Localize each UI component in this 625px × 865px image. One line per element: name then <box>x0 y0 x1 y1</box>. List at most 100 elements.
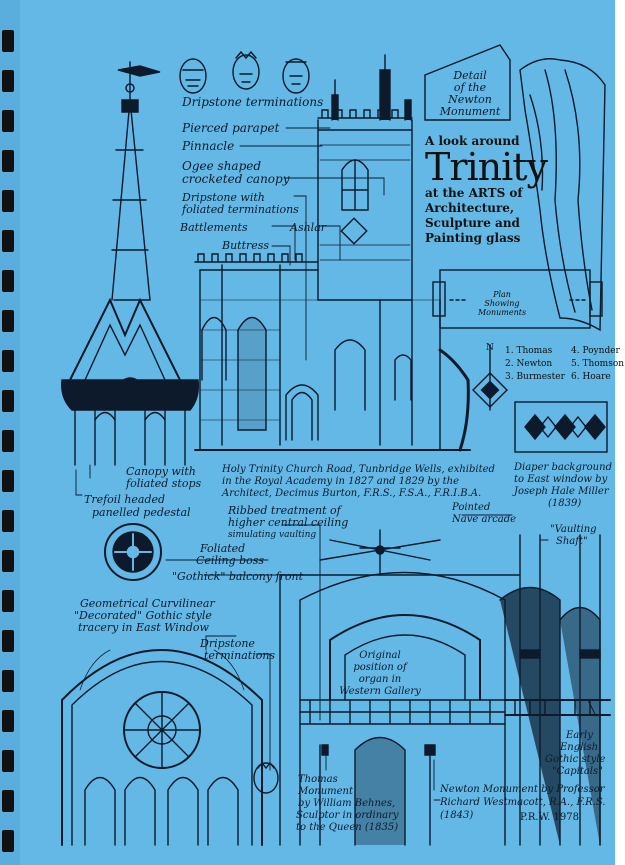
plan-label-line: Monuments <box>477 308 527 317</box>
label-early-english: English <box>560 742 599 753</box>
label-organ-position: organ in <box>358 674 402 685</box>
binding-ring <box>2 470 14 492</box>
label-thomas-monument: by William Behnes, <box>298 798 396 809</box>
title-block: A look around Trinity at the ARTS of Arc… <box>425 134 548 246</box>
label-newton-detail: of the <box>453 81 487 94</box>
ceiling-boss-drawing <box>104 523 162 581</box>
label-ogee-canopy: crocketed canopy <box>182 172 290 186</box>
label-newton-monument: Richard Westmacott, R.A., F.R.S. <box>440 797 606 808</box>
leader-lines <box>75 127 597 801</box>
plan-label-line: Plan <box>493 290 511 299</box>
binding-ring <box>2 710 14 732</box>
binding-ring <box>2 390 14 412</box>
label-thomas-monument: to the Queen (1835) <box>296 822 399 833</box>
label-newton-monument: (1843) <box>440 810 474 821</box>
compass-drawing <box>472 344 508 411</box>
label-newton-detail: Detail <box>453 69 487 82</box>
binding-ring <box>2 510 14 532</box>
label-vaulting-shaft: Shaft" <box>556 536 588 547</box>
label-battlements: Battlements <box>180 221 248 234</box>
binding-ring <box>2 430 14 452</box>
binding-ring <box>2 30 14 52</box>
label-early-english: "Capitals" <box>552 766 603 777</box>
label-diaper: Diaper background <box>514 462 612 473</box>
label-thomas-monument: Monument <box>298 786 353 797</box>
title-subtitle-line: Painting glass <box>425 231 521 245</box>
label-trefoil: Trefoil headed <box>84 493 166 506</box>
diaper-pattern-drawing <box>514 401 608 453</box>
title-subtitle-line: Sculpture and <box>425 216 520 230</box>
artist-signature: P.R.W. 1978 <box>520 812 579 823</box>
label-pointed-nave: Nave arcade <box>452 514 517 525</box>
label-balcony-front: "Gothick" balcony front <box>172 570 304 583</box>
plan-drawing <box>432 269 603 329</box>
binding-ring <box>2 550 14 572</box>
label-dripstone-terminations: Dripstone terminations <box>182 95 324 109</box>
label-canopy-stops: Canopy with <box>126 465 196 478</box>
binding-ring <box>2 270 14 292</box>
binding-ring <box>2 830 14 852</box>
label-foliated-boss: Ceiling boss <box>196 554 265 567</box>
title-subtitle-line: Architecture, <box>425 201 515 215</box>
binding-ring <box>2 790 14 812</box>
label-buttress: Buttress <box>222 239 270 252</box>
legend-item: 1. Thomas <box>505 346 553 356</box>
legend-item: 3. Burmester <box>505 372 565 382</box>
binding-ring <box>2 190 14 212</box>
label-dripstone-foliated: foliated terminations <box>182 203 299 216</box>
carved-heads-drawing <box>179 50 310 94</box>
label-canopy-stops: foliated stops <box>126 477 202 490</box>
label-diaper: (1839) <box>548 498 582 509</box>
binding-ring <box>2 70 14 92</box>
label-church-caption: in the Royal Academy in 1827 and 1829 by… <box>222 476 459 487</box>
binding-ring <box>2 110 14 132</box>
binding-ring <box>2 630 14 652</box>
label-foliated-boss: Foliated <box>200 542 246 555</box>
label-pointed-nave: Pointed <box>452 502 491 513</box>
plan-label: Plan Showing Monuments <box>472 290 532 317</box>
binding-ring <box>2 150 14 172</box>
binding-ring <box>2 230 14 252</box>
label-geometrical-tracery: Geometrical Curvilinear <box>80 597 215 610</box>
label-diaper: Joseph Hale Miller <box>514 486 609 497</box>
label-ribbed-ceiling: higher central ceiling <box>228 516 349 529</box>
label-church-caption: Holy Trinity Church Road, Tunbridge Well… <box>222 464 495 475</box>
compass-north-label: N <box>486 343 494 353</box>
binding-ring <box>2 670 14 692</box>
label-geometrical-tracery: tracery in East Window <box>78 621 209 634</box>
label-pierced-parapet: Pierced parapet <box>182 121 280 135</box>
east-window-tracery-drawing <box>61 649 279 846</box>
newton-monument-detail-drawing <box>424 44 606 332</box>
church-drawing <box>194 54 471 452</box>
binding-ring <box>2 590 14 612</box>
plan-label-line: Showing <box>484 299 520 308</box>
binding-ring <box>2 750 14 772</box>
label-thomas-monument: Thomas <box>298 774 338 785</box>
label-newton-detail: Newton <box>448 93 492 106</box>
label-church-caption: Architect, Decimus Burton, F.R.S., F.S.A… <box>222 488 482 499</box>
label-dripstone-lower: terminations <box>204 649 276 662</box>
label-pinnacle: Pinnacle <box>182 139 235 153</box>
label-newton-detail: Monument <box>439 105 501 118</box>
legend-item: 4. Poynder <box>571 346 620 356</box>
label-ogee-canopy: Ogee shaped <box>182 159 262 173</box>
page-title: Trinity <box>425 145 548 189</box>
binding-ring <box>2 350 14 372</box>
interior-drawing <box>279 529 611 846</box>
spiral-binding <box>0 0 20 865</box>
label-organ-position: position of <box>353 662 407 673</box>
label-early-english: Gothic style <box>545 754 606 765</box>
label-ribbed-ceiling: Ribbed treatment of <box>228 504 341 517</box>
label-dripstone-foliated: Dripstone with <box>182 191 265 204</box>
binding-ring <box>2 310 14 332</box>
label-vaulting-shaft: "Vaulting <box>550 524 597 535</box>
title-intro: A look around <box>425 134 520 148</box>
label-thomas-monument: Sculptor in ordinary <box>296 810 399 821</box>
label-ashlar: Ashlar <box>290 221 327 234</box>
label-organ-position: Original <box>359 650 401 661</box>
label-early-english: Early <box>566 730 593 741</box>
legend-item: 2. Newton <box>505 359 553 369</box>
